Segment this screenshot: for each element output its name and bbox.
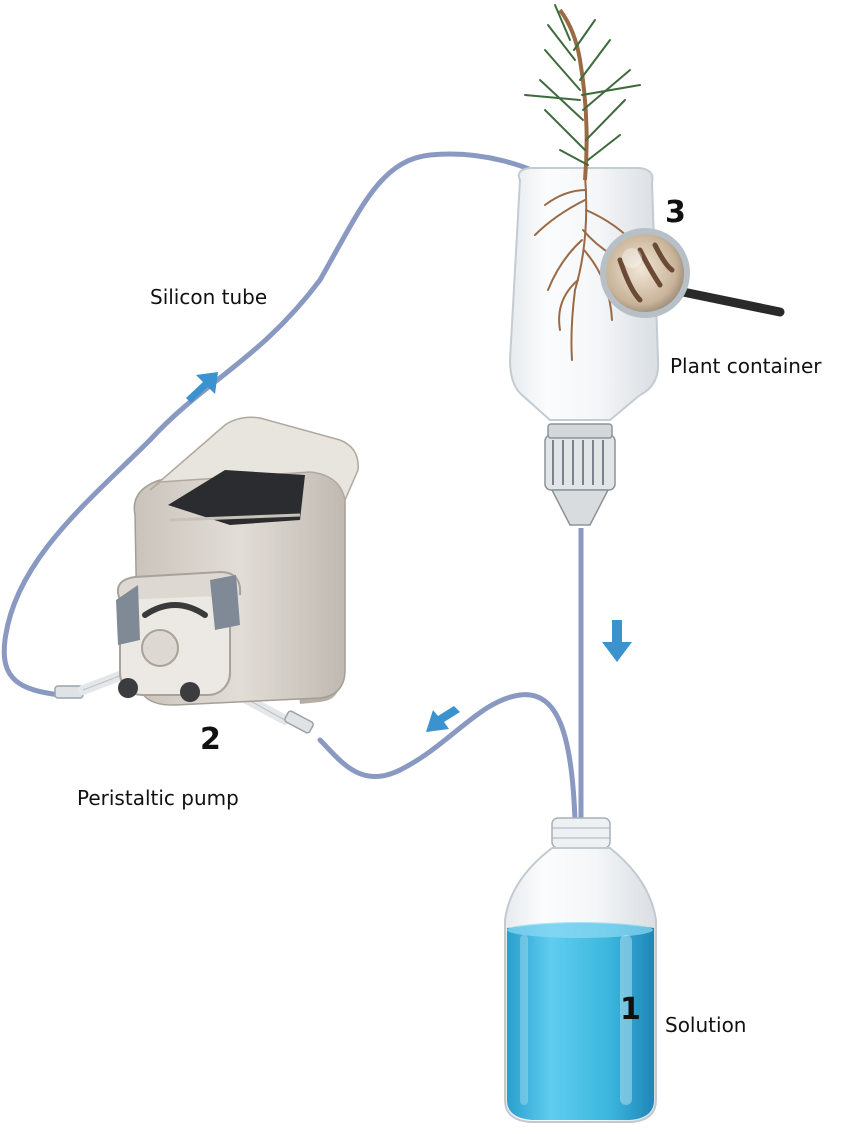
peristaltic-pump [116, 416, 359, 706]
plant-container-cap [544, 434, 616, 491]
pump-display [168, 470, 305, 525]
solution-bottle [504, 817, 657, 1123]
silicon-tube-upper [1, 151, 563, 698]
flow-arrow-icon [186, 372, 632, 732]
pump-screw-right [180, 682, 200, 702]
solution-liquid [507, 923, 654, 1120]
plant-seedling [524, 4, 641, 181]
flow-arrow-down [602, 620, 632, 662]
number-plant: 3 [665, 195, 686, 230]
label-plant-container: Plant container [670, 354, 822, 378]
number-solution: 1 [620, 992, 641, 1027]
label-silicon-tube: Silicon tube [150, 285, 268, 309]
silicon-tube-return [317, 692, 578, 823]
label-peristaltic-pump: Peristaltic pump [77, 786, 239, 810]
flow-arrow-up [186, 372, 218, 403]
plant-container [508, 167, 660, 526]
number-pump: 2 [200, 722, 221, 757]
flow-arrow-left [426, 706, 460, 732]
magnifying-glass-icon [600, 228, 785, 318]
pump-screw-left [118, 678, 138, 698]
label-solution: Solution [665, 1013, 747, 1037]
